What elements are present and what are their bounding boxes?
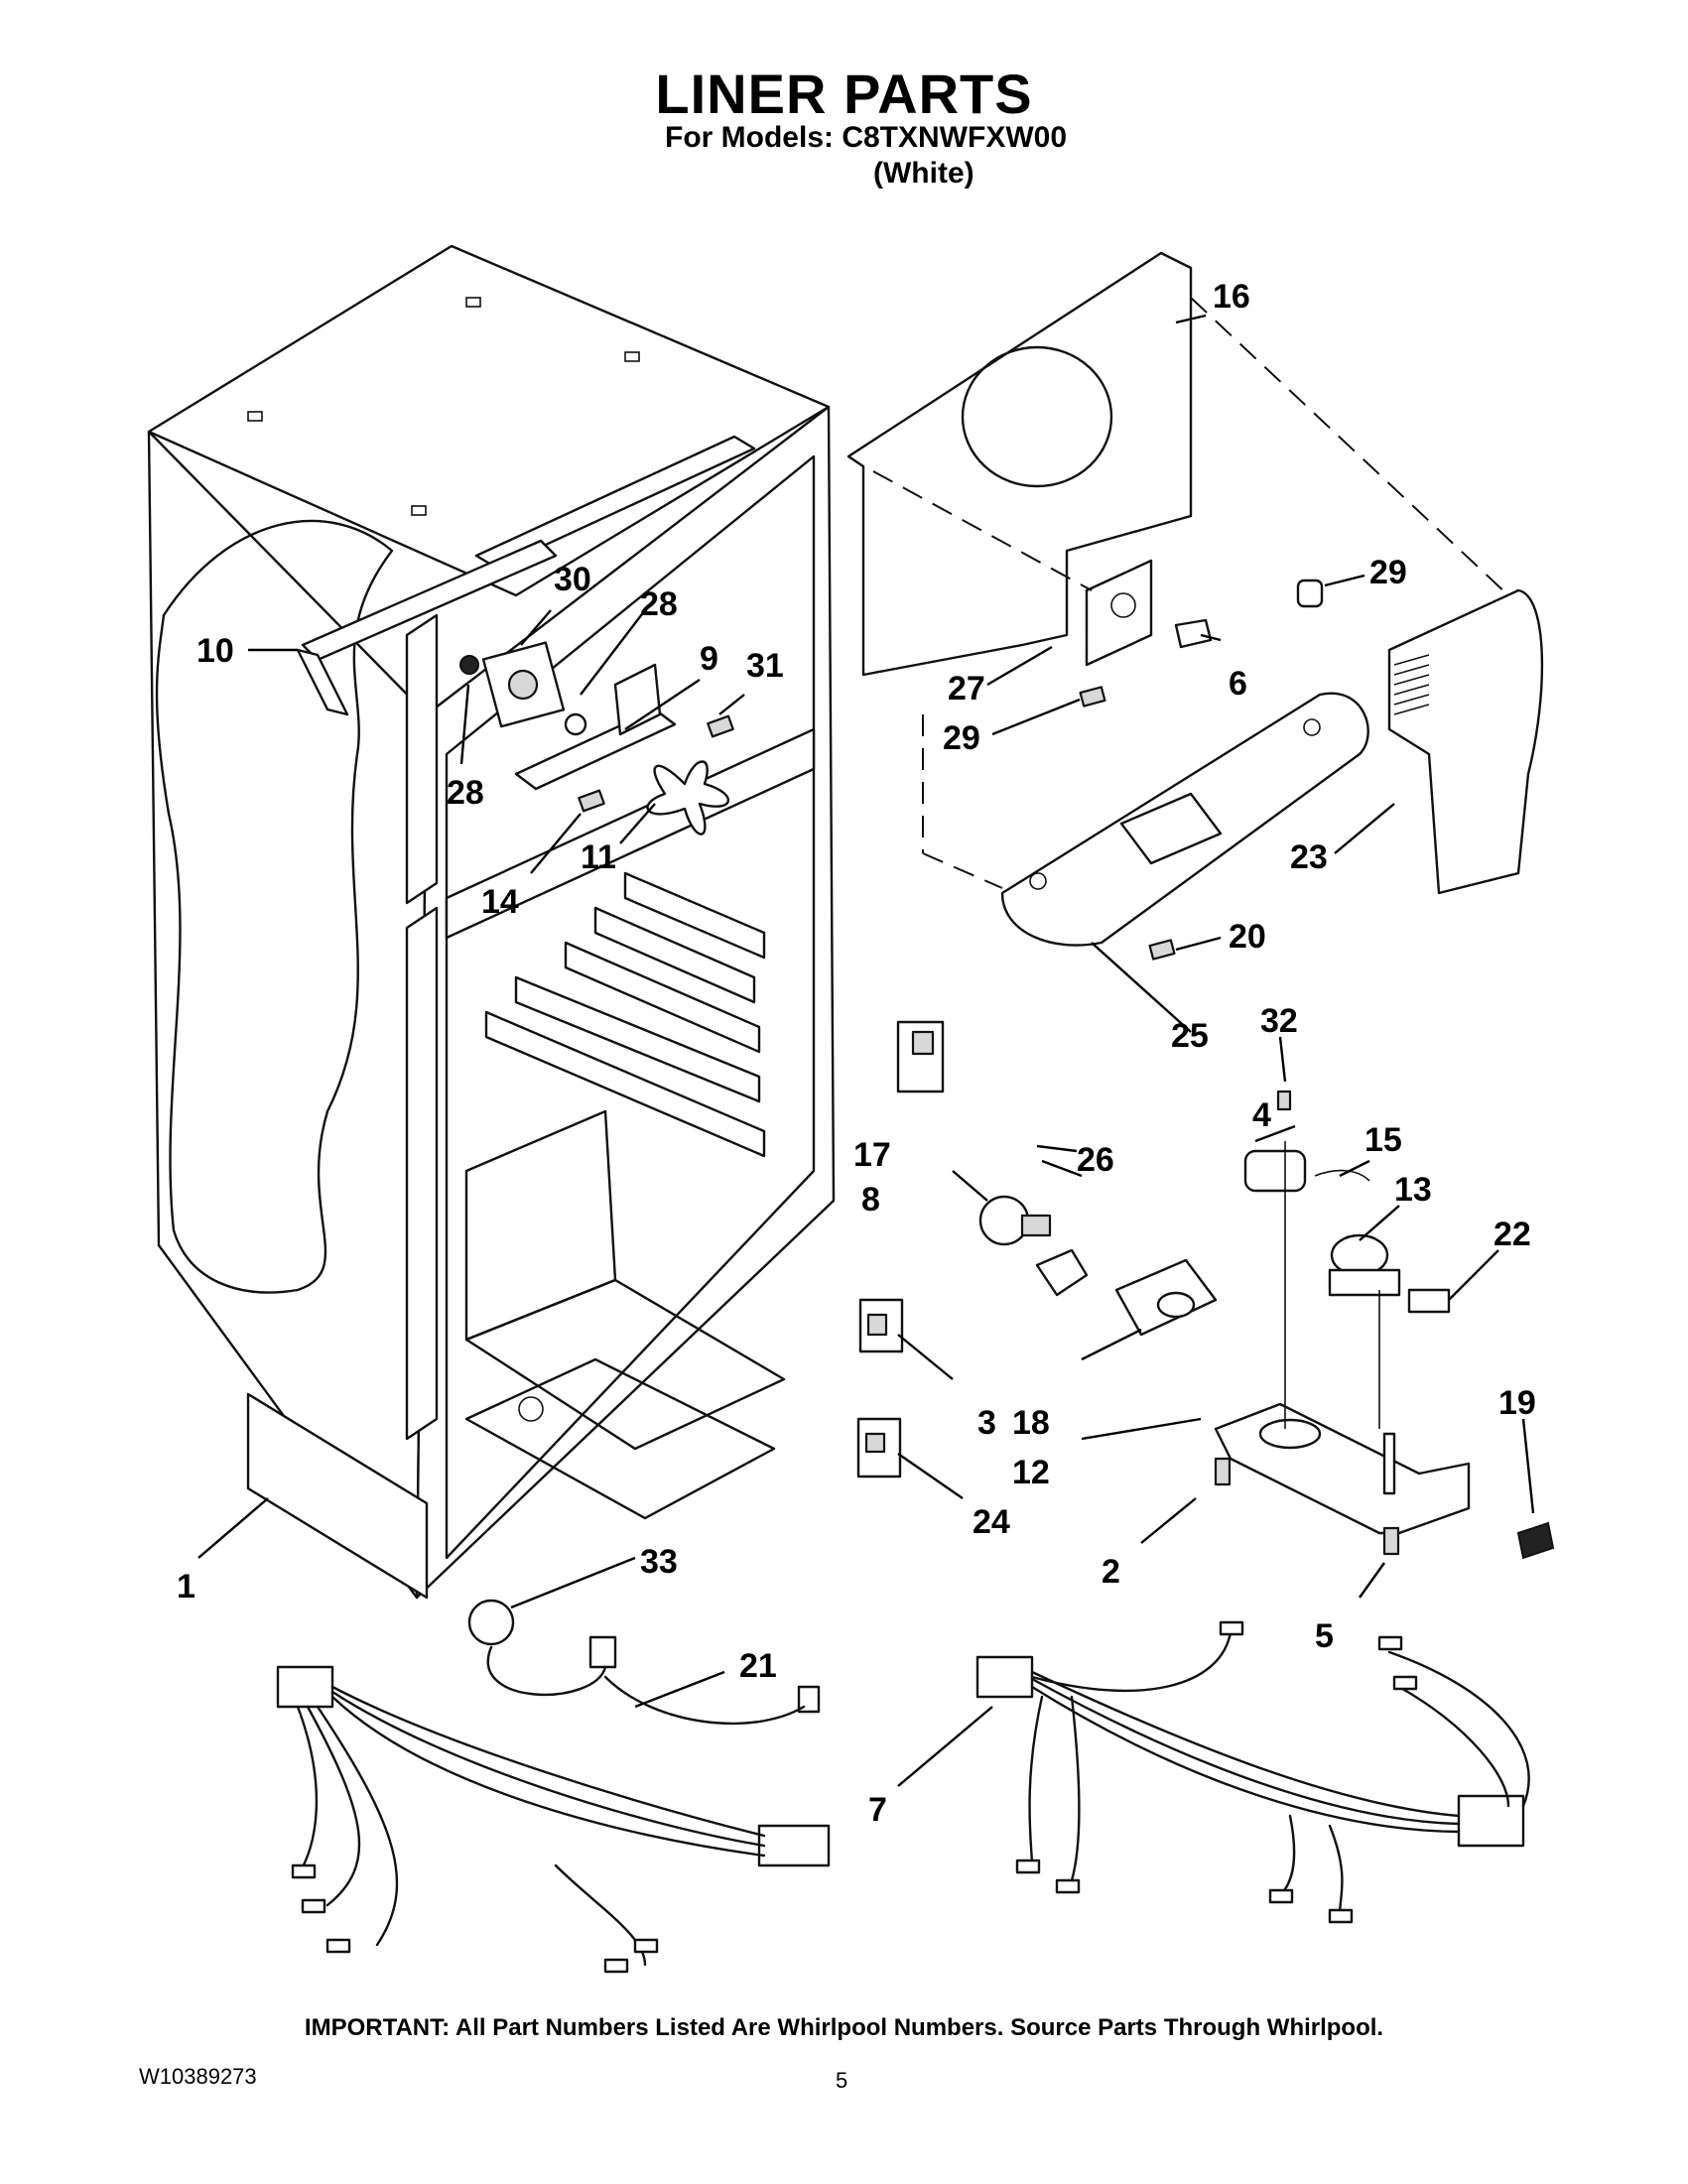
wire-harness-left (276, 1599, 831, 1974)
callout-30: 30 (554, 561, 591, 598)
callout-1: 1 (177, 1568, 195, 1606)
lamp-socket-parts (856, 1020, 1218, 1478)
models-line: For Models: C8TXNWFXW00 (665, 121, 1068, 154)
callout-labels: 10 30 28 9 31 28 14 11 16 29 6 27 29 23 … (177, 278, 1536, 1829)
callout-10: 10 (196, 632, 234, 670)
control-housing (1000, 588, 1544, 961)
important-note: IMPORTANT: All Part Numbers Listed Are W… (304, 2014, 1384, 2041)
thermostat-housing (1214, 1090, 1555, 1560)
callout-24: 24 (973, 1503, 1010, 1541)
callout-28-top: 28 (640, 585, 678, 623)
callout-15: 15 (1364, 1121, 1402, 1159)
callout-20: 20 (1229, 918, 1266, 956)
callout-21: 21 (739, 1647, 777, 1685)
document-number: W10389273 (139, 2064, 257, 2089)
callout-12: 12 (1012, 1454, 1050, 1491)
callout-19: 19 (1498, 1384, 1536, 1422)
callout-32: 32 (1260, 1002, 1298, 1040)
callout-arrows (197, 314, 1535, 1787)
callout-28-bottom: 28 (447, 774, 484, 812)
callout-8: 8 (861, 1181, 880, 1219)
callout-18: 18 (1012, 1404, 1050, 1442)
callout-13: 13 (1394, 1171, 1432, 1209)
callout-25: 25 (1171, 1017, 1209, 1055)
page-title: LINER PARTS (655, 63, 1033, 125)
callout-29-bottom: 29 (943, 719, 980, 757)
callout-11: 11 (581, 838, 616, 876)
callout-17: 17 (853, 1136, 891, 1174)
callout-3: 3 (977, 1404, 996, 1442)
callout-6: 6 (1229, 665, 1247, 703)
callout-31: 31 (746, 647, 784, 685)
wire-harness-right (975, 1620, 1530, 1924)
callout-33: 33 (640, 1543, 678, 1581)
callout-14: 14 (481, 883, 519, 921)
callout-4: 4 (1252, 1096, 1271, 1134)
callout-5: 5 (1315, 1617, 1334, 1655)
color-line: (White) (873, 157, 974, 190)
page-number: 5 (836, 2068, 848, 2093)
callout-9: 9 (700, 640, 718, 678)
callout-16: 16 (1213, 278, 1250, 316)
refrigerator-liner (147, 244, 836, 1600)
fan-motor-assembly (296, 539, 734, 835)
callout-26: 26 (1077, 1141, 1114, 1179)
callout-29-top: 29 (1369, 554, 1407, 591)
callout-7: 7 (868, 1791, 887, 1829)
callout-2: 2 (1102, 1553, 1120, 1591)
callout-27: 27 (948, 670, 985, 707)
callout-22: 22 (1493, 1216, 1531, 1253)
callout-23: 23 (1290, 838, 1328, 876)
air-duct-panel (846, 251, 1509, 889)
